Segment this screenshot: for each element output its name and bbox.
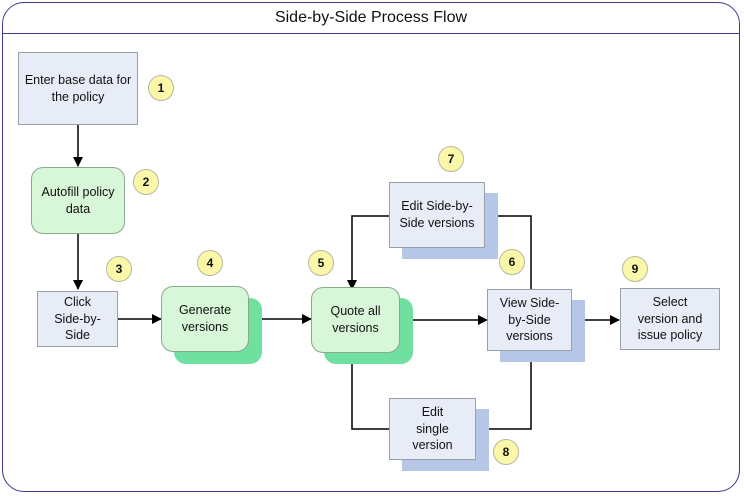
step-8-badge: 8 [493,439,519,465]
arrow-view-to-edit-single [475,350,532,434]
step-generate-versions: Generate versions [161,286,249,352]
step-edit-single-version-label: Edit single version [412,404,453,453]
step-view-side-by-side-versions-label: View Side-by-Side versions [499,295,560,344]
step-click-side-by-side: Click Side-by-Side [37,291,118,347]
step-enter-base-data-label: Enter base data for the policy [24,72,132,104]
step-4-badge: 4 [197,250,223,276]
step-autofill-policy-data-label: Autofill policy data [41,184,115,216]
step-5-badge: 5 [308,250,334,276]
step-7-badge: 7 [438,146,464,172]
step-enter-base-data: Enter base data for the policy [18,52,138,125]
diagram-title: Side-by-Side Process Flow [274,8,468,26]
step-1-badge: 1 [148,75,174,101]
step-9-badge: 9 [622,256,648,282]
step-edit-single-version: Edit single version [389,398,476,460]
arrow-view-to-edit-sbs [484,211,532,289]
step-3-badge: 3 [106,256,132,282]
step-quote-all-versions-label: Quote all versions [330,304,381,335]
arrow-edit-single-to-quote [347,350,389,430]
title-bar: Side-by-Side Process Flow [2,2,740,34]
step-quote-all-versions: Quote all versions [311,287,400,353]
step-edit-side-by-side-versions-label: Edit Side-by-Side versions [399,199,475,230]
arrow-edit-sbs-to-quote [347,215,389,290]
step-edit-side-by-side-versions: Edit Side-by-Side versions [389,182,485,248]
step-view-side-by-side-versions: View Side-by-Side versions [487,289,572,351]
step-click-side-by-side-label: Click Side-by-Side [54,294,101,343]
step-select-version-and-issue-policy-label: Select version and issue policy [637,294,703,343]
step-generate-versions-label: Generate versions [178,303,232,334]
step-select-version-and-issue-policy: Select version and issue policy [620,288,720,350]
step-2-badge: 2 [133,169,159,195]
step-6-badge: 6 [499,249,525,275]
step-autofill-policy-data: Autofill policy data [31,167,125,234]
